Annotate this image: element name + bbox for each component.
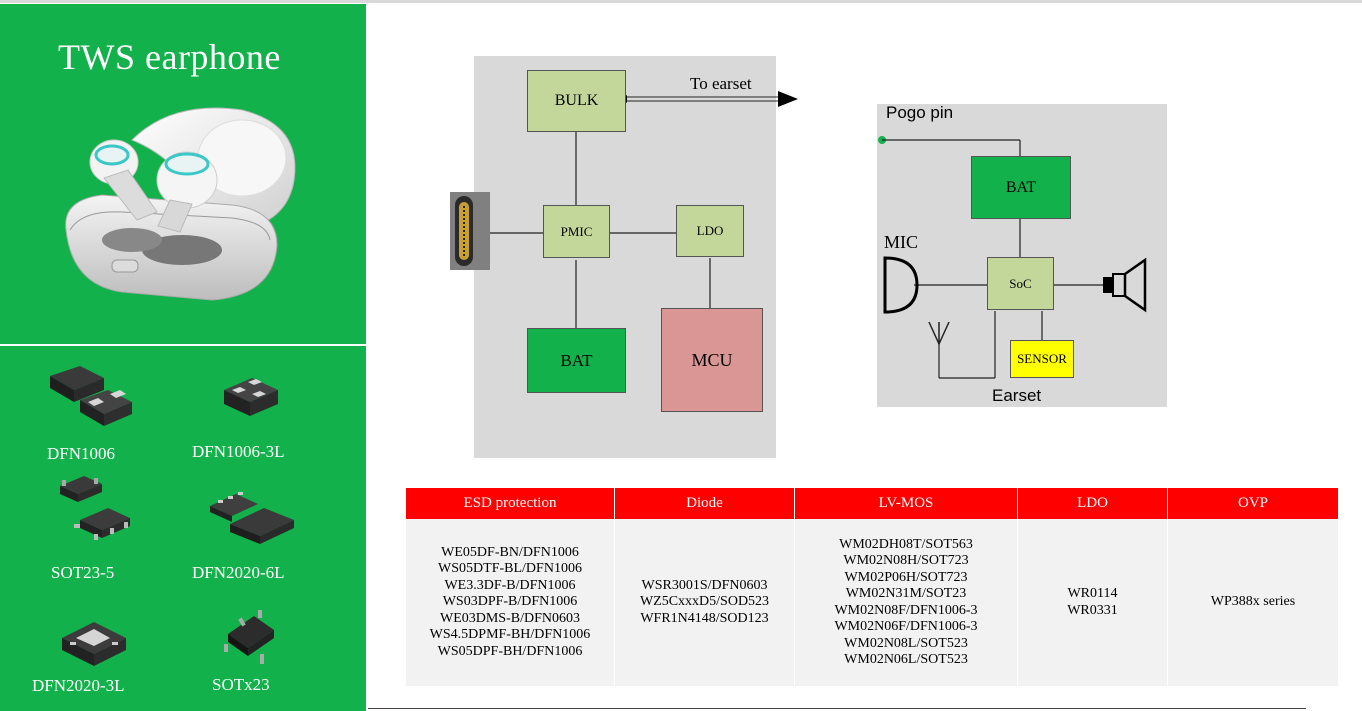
- lvmos-part: WM02N08F/DFN1006-3: [834, 602, 978, 618]
- product-panel: TWS earphone: [0, 4, 366, 711]
- esd-column: WE05DF-BN/DFN1006 WS05DTF-BL/DFN1006 WE3…: [406, 519, 615, 686]
- diode-part: WFR1N4148/SOD123: [640, 610, 769, 626]
- lvmos-part: WM02N08H/SOT723: [843, 553, 969, 568]
- pogo-pin-label: Pogo pin: [886, 103, 954, 122]
- esd-part: WS03DPF-B/DFN1006: [442, 594, 578, 610]
- case-diagram-wires: [450, 91, 798, 328]
- package-label-sot23-5: SOT23-5: [51, 563, 115, 582]
- ldo-part: WR0331: [1067, 602, 1118, 618]
- esd-part: WE05DF-BN/DFN1006: [441, 544, 579, 560]
- header-lv-mos: LV-MOS: [795, 488, 1018, 519]
- product-table: ESD protection Diode LV-MOS LDO OVP WE05…: [406, 488, 1338, 686]
- ovp-part: WP388x series: [1210, 594, 1296, 610]
- bulk-block: BULK: [527, 70, 626, 132]
- earset-diagram-wires: [878, 136, 1147, 379]
- ldo-part: WR0114: [1067, 586, 1118, 601]
- header-ldo: LDO: [1018, 488, 1168, 519]
- ldo-block: LDO: [676, 205, 744, 257]
- lvmos-part: WM02N31M/SOT23: [845, 586, 967, 601]
- earset-bat-block: BAT: [971, 156, 1071, 219]
- mcu-block: MCU: [661, 308, 763, 412]
- lvmos-part: WM02DH08T/SOT563: [839, 536, 973, 552]
- bottom-divider: [368, 708, 1306, 709]
- diode-column: WSR3001S/DFN0603 WZ5CxxxD5/SOD523 WFR1N4…: [615, 519, 795, 686]
- ovp-column: WP388x series: [1168, 519, 1338, 686]
- sot23-5-package-image: [60, 476, 130, 540]
- lvmos-part: WM02N06L/SOT523: [844, 652, 968, 667]
- dfn2020-6l-package-image: [210, 492, 294, 544]
- soc-block: SoC: [987, 257, 1054, 310]
- dfn2020-3l-package-image: [62, 622, 126, 666]
- header-ovp: OVP: [1168, 488, 1338, 519]
- package-label-dfn2020-6l: DFN2020-6L: [192, 563, 285, 582]
- esd-part: WS05DPF-BH/DFN1006: [437, 643, 583, 659]
- header-diode: Diode: [615, 488, 795, 519]
- earset-label: Earset: [992, 386, 1042, 405]
- dfn1006-3l-package-image: [224, 378, 278, 416]
- panel-divider: [0, 344, 366, 346]
- lvmos-part: WM02N06F/DFN1006-3: [834, 619, 978, 634]
- package-label-dfn2020-3l: DFN2020-3L: [32, 676, 125, 695]
- package-label-sotx23: SOTx23: [212, 675, 270, 694]
- pmic-block: PMIC: [543, 205, 610, 258]
- esd-part: WE03DMS-B/DFN0603: [439, 610, 580, 626]
- dfn1006-package-image: [50, 366, 132, 426]
- diode-part: WSR3001S/DFN0603: [641, 577, 768, 593]
- earphone-case-image: [65, 107, 296, 301]
- top-divider: [0, 0, 1362, 3]
- header-esd-protection: ESD protection: [406, 488, 615, 519]
- case-bat-block: BAT: [527, 328, 626, 393]
- sotx23-package-image: [224, 610, 274, 664]
- mic-label: MIC: [884, 232, 919, 252]
- ldo-column: WR0114 WR0331: [1018, 519, 1168, 686]
- lvmos-part: WM02N08L/SOT523: [844, 635, 968, 651]
- package-label-dfn1006-3l: DFN1006-3L: [192, 442, 285, 461]
- esd-part: WS4.5DPMF-BH/DFN1006: [429, 627, 591, 643]
- diode-part: WZ5CxxxD5/SOD523: [639, 594, 770, 610]
- esd-part: WS05DTF-BL/DFN1006: [438, 561, 582, 577]
- package-label-dfn1006: DFN1006: [47, 444, 116, 463]
- to-earset-label: To earset: [690, 74, 752, 93]
- sensor-block: SENSOR: [1010, 340, 1074, 378]
- page-title: TWS earphone: [58, 37, 281, 77]
- lvmos-column: WM02DH08T/SOT563 WM02N08H/SOT723 WM02P06…: [795, 519, 1018, 686]
- esd-part: WE3.3DF-B/DFN1006: [444, 577, 576, 593]
- lvmos-part: WM02P06H/SOT723: [844, 569, 968, 585]
